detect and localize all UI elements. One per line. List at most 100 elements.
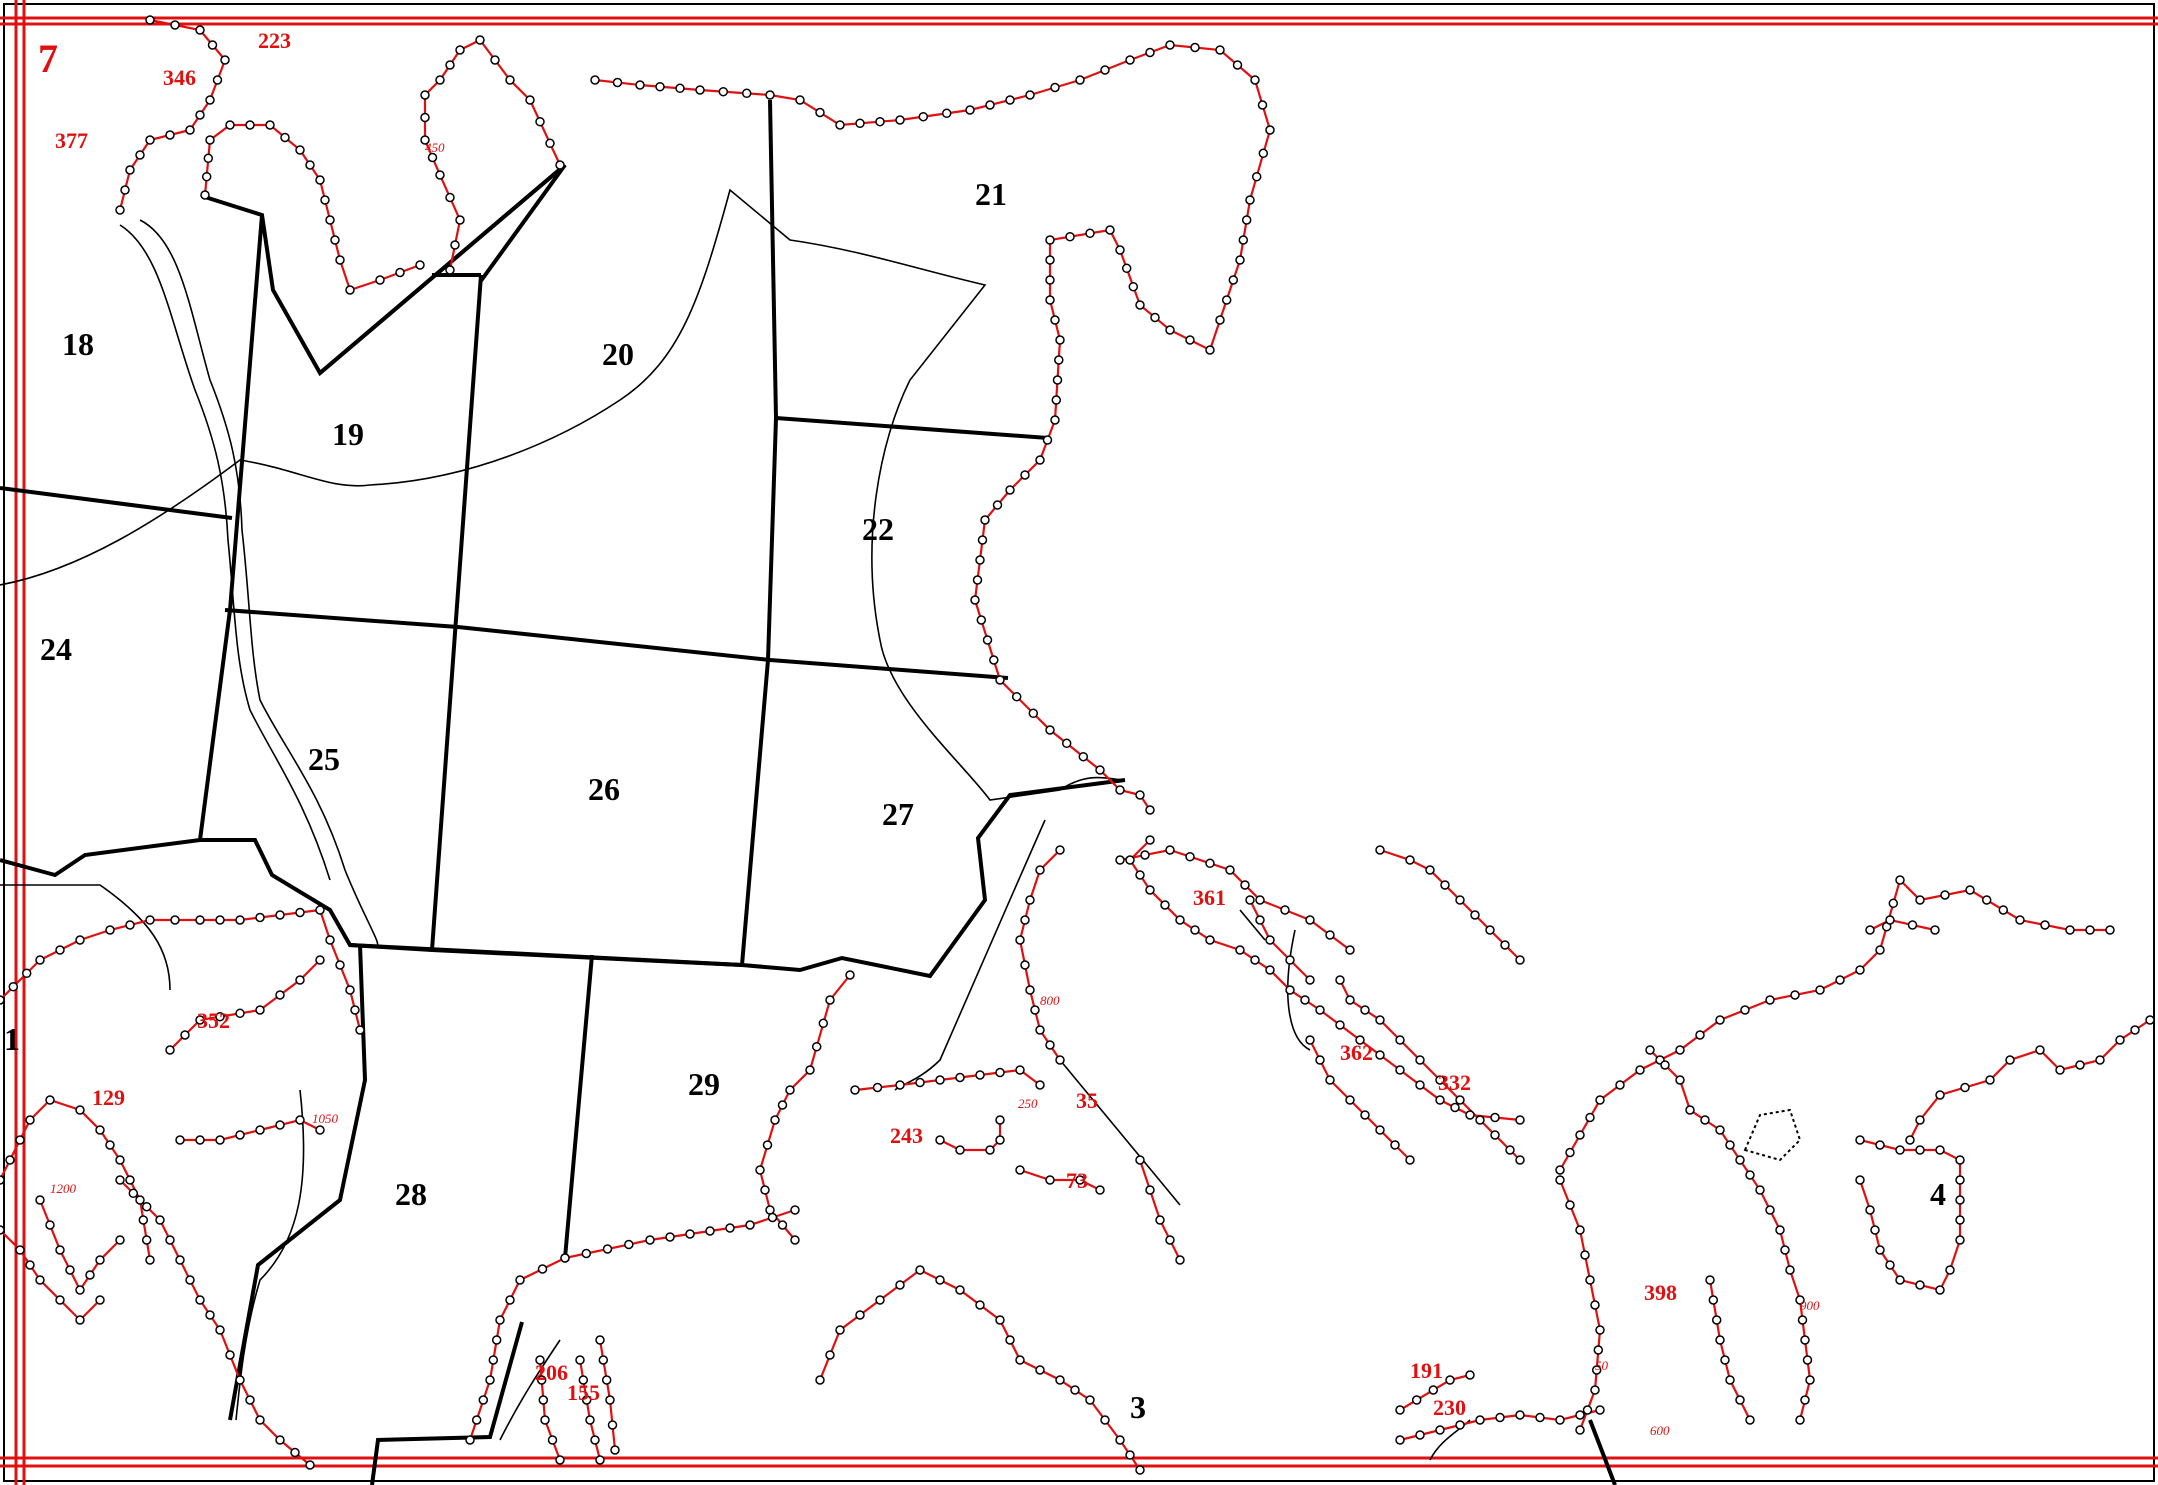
vertex-marker — [1175, 915, 1185, 925]
vertex-marker — [212, 75, 223, 85]
vertex-marker — [545, 138, 555, 149]
vertex-marker — [125, 920, 135, 930]
vertex-marker — [1935, 1145, 1945, 1155]
vertex-marker — [1300, 995, 1310, 1005]
vertex-marker — [1145, 47, 1155, 58]
vertex-marker — [815, 107, 825, 118]
vertex-marker — [535, 116, 545, 127]
vertex-marker — [1515, 1410, 1525, 1420]
vertex-marker — [1505, 1145, 1515, 1155]
vertex-marker — [1635, 1065, 1645, 1075]
vertex-marker — [1100, 1415, 1110, 1425]
vertex-marker — [935, 1075, 945, 1085]
vertex-marker — [1395, 1065, 1405, 1075]
vertex-marker — [205, 1310, 215, 1320]
vertex-marker — [2075, 1060, 2085, 1070]
vertex-marker — [1045, 725, 1055, 735]
vertex-marker — [1165, 40, 1175, 50]
vertex-marker — [185, 1275, 195, 1285]
vertex-marker — [75, 1285, 85, 1295]
vertex-marker — [105, 925, 115, 935]
vertex-marker — [320, 195, 330, 205]
vertex-marker — [165, 1045, 175, 1055]
vertex-marker — [895, 1280, 905, 1290]
contour-label-223: 223 — [258, 28, 291, 53]
vertex-marker — [420, 112, 430, 123]
vertex-marker — [918, 111, 929, 122]
vertex-marker — [395, 267, 405, 278]
vertex-marker — [1054, 355, 1064, 365]
vertex-marker — [75, 1315, 85, 1325]
vertex-marker — [2065, 925, 2075, 935]
vertex-marker — [141, 1201, 152, 1212]
vertex-marker — [215, 1011, 225, 1022]
vertex-marker — [65, 1265, 75, 1275]
vertex-marker — [1050, 82, 1060, 93]
parcel-label-21: 21 — [975, 176, 1007, 212]
vertex-marker — [1020, 915, 1030, 925]
vertex-marker — [1465, 1370, 1475, 1380]
vertex-marker — [195, 915, 205, 925]
vertex-marker — [55, 1245, 65, 1255]
vertex-marker — [1797, 1315, 1808, 1325]
vertex-marker — [45, 1095, 55, 1105]
vertex-marker — [203, 153, 214, 164]
vertex-marker — [1425, 865, 1435, 875]
vertex-marker — [1490, 1130, 1500, 1140]
vertex-marker — [1725, 1375, 1735, 1385]
contour-label-243: 243 — [890, 1123, 923, 1148]
vertex-marker — [1025, 90, 1035, 100]
vertex-marker — [1415, 1080, 1425, 1090]
vertex-marker — [455, 45, 465, 55]
vertex-marker — [1415, 1430, 1425, 1440]
vertex-marker — [55, 945, 65, 955]
vertex-marker — [1255, 915, 1265, 925]
vertex-marker — [1375, 1015, 1385, 1025]
vertex-marker — [200, 190, 210, 200]
vertex-marker — [1065, 231, 1075, 242]
vertex-marker — [1875, 1245, 1885, 1255]
vertex-marker — [895, 1080, 905, 1090]
vertex-marker — [21, 968, 32, 979]
vertex-marker — [1055, 1055, 1065, 1065]
vertex-marker — [985, 100, 995, 110]
vertex-marker — [128, 1188, 139, 1199]
vertex-marker — [1045, 1040, 1055, 1050]
vertex-marker — [770, 1115, 780, 1125]
vertex-marker — [1907, 920, 1918, 930]
vertex-marker — [1185, 851, 1195, 862]
vertex-marker — [1940, 890, 1950, 900]
contour-label-352: 352 — [197, 1008, 230, 1033]
vertex-marker — [1395, 1405, 1405, 1415]
vertex-marker — [1055, 335, 1065, 345]
vertex-marker — [595, 1455, 605, 1465]
vertex-marker — [195, 1015, 205, 1025]
vertex-marker — [2085, 925, 2095, 935]
vertex-marker — [1115, 245, 1125, 255]
vertex-marker — [1440, 880, 1450, 890]
vertex-marker — [602, 1244, 613, 1254]
vertex-marker — [445, 60, 455, 70]
vertex-marker — [1765, 995, 1775, 1005]
vertex-marker — [1745, 1170, 1755, 1180]
vertex-marker — [75, 935, 85, 945]
vertex-marker — [1011, 691, 1022, 702]
vertex-marker — [1190, 42, 1200, 53]
vertex-marker — [205, 135, 215, 145]
vertex-marker — [1595, 1325, 1605, 1335]
vertex-marker — [1265, 965, 1275, 975]
vertex-marker — [1145, 805, 1155, 815]
vertex-marker — [465, 1435, 475, 1445]
vertex-marker — [15, 1135, 25, 1145]
vertex-marker — [2115, 1035, 2125, 1045]
vertex-marker — [1955, 1175, 1965, 1185]
vertex-marker — [495, 1315, 505, 1325]
vertex-marker — [1885, 1260, 1895, 1270]
vertex-marker — [1045, 295, 1055, 305]
vertex-marker — [1345, 1095, 1355, 1105]
vertex-marker — [1555, 1415, 1565, 1425]
vertex-marker — [8, 981, 19, 992]
contour-label-35: 35 — [1076, 1088, 1098, 1113]
vertex-marker — [525, 95, 535, 105]
vertex-marker — [195, 1135, 205, 1145]
